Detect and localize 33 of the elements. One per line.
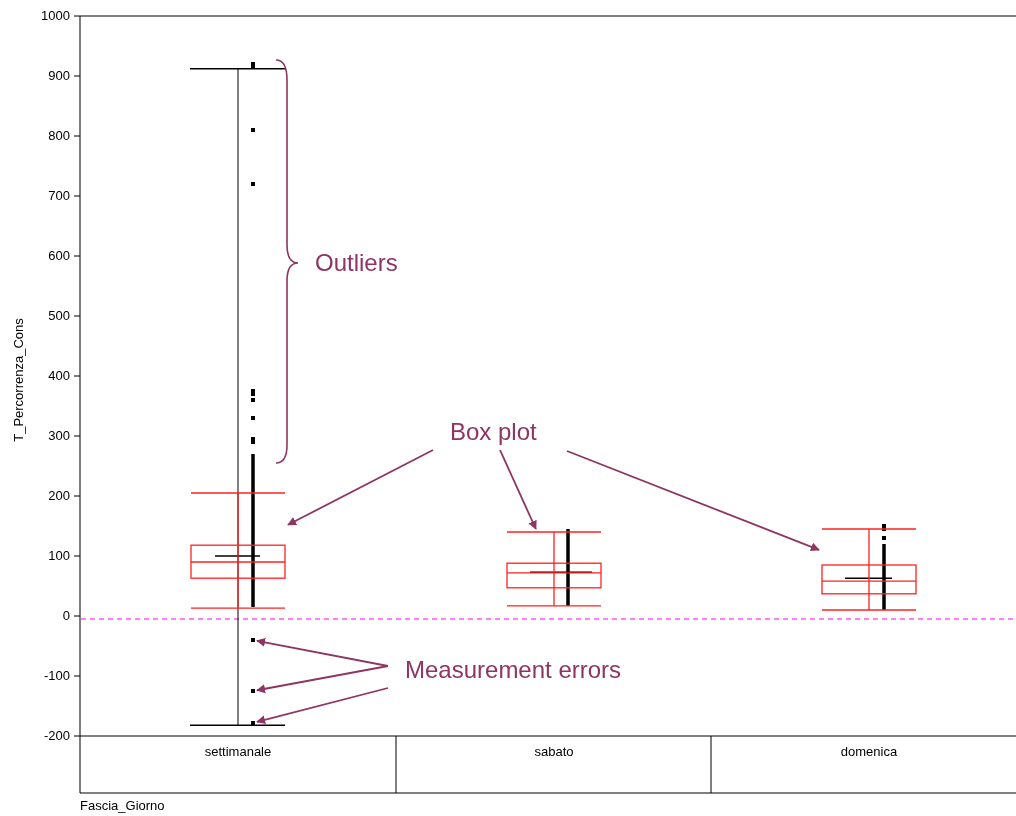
tick-label: 500 xyxy=(48,309,70,322)
tick-label: 100 xyxy=(48,549,70,562)
annotation-label: Box plot xyxy=(450,420,537,444)
category-label: sabato xyxy=(534,745,574,758)
tick-label: 200 xyxy=(48,489,70,502)
tick-label: -200 xyxy=(43,729,70,742)
arrow xyxy=(287,449,434,526)
data-point xyxy=(251,720,255,725)
tick-label: 1000 xyxy=(41,9,70,22)
annotation-label: Outliers xyxy=(315,251,398,275)
annotation-label: Measurement errors xyxy=(405,658,622,682)
arrow xyxy=(256,665,389,694)
tick-label: 700 xyxy=(48,189,70,202)
tick-label: -100 xyxy=(43,669,70,682)
box-plot xyxy=(821,528,917,611)
arrow xyxy=(499,449,537,530)
tick-label: 600 xyxy=(48,249,70,262)
data-point xyxy=(251,638,255,642)
arrow xyxy=(256,687,389,725)
arrow xyxy=(256,637,389,667)
box-plot xyxy=(190,492,286,610)
tick-label: 800 xyxy=(48,129,70,142)
axis-title: Fascia_Giorno xyxy=(80,799,165,812)
axis-title: T_Percorrenza_Cons xyxy=(11,318,25,442)
category-label: domenica xyxy=(840,745,898,758)
category-label: settimanale xyxy=(204,745,272,758)
arrow xyxy=(566,450,820,552)
tick-label: 0 xyxy=(62,609,70,622)
data-point xyxy=(251,689,255,693)
tick-label: 900 xyxy=(48,69,70,82)
tick-label: 400 xyxy=(48,369,70,382)
box-plot xyxy=(506,531,602,607)
tick-label: 300 xyxy=(48,429,70,442)
